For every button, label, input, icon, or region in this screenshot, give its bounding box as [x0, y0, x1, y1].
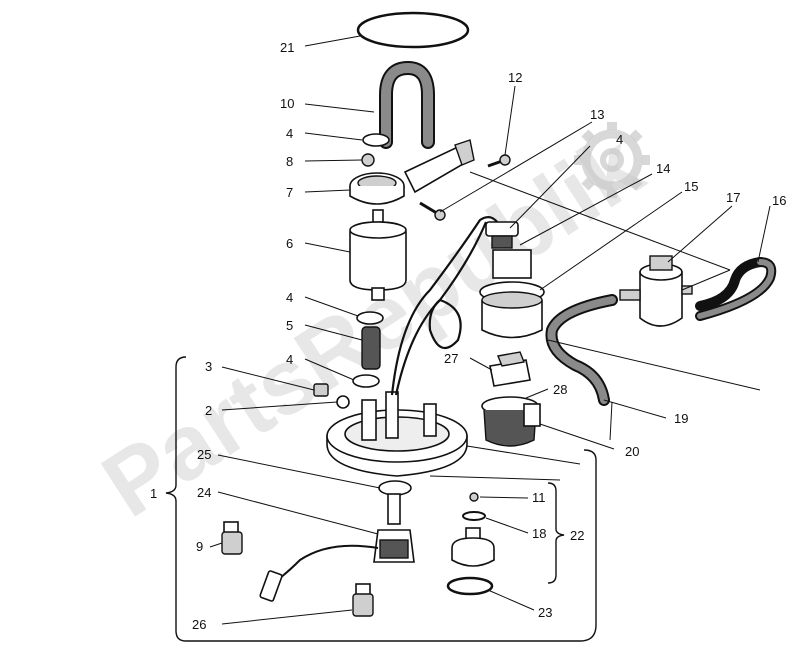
label-17: 17 [726, 190, 740, 205]
fuel-filter-6 [349, 209, 407, 301]
wire-loop [428, 298, 462, 350]
gear-icon [574, 122, 650, 198]
filter-sock-28 [481, 396, 541, 447]
sensor-cable [279, 544, 379, 579]
o-ring-18 [462, 511, 486, 521]
label-27: 27 [444, 351, 458, 366]
label-4c: 4 [286, 290, 293, 305]
label-23: 23 [538, 605, 552, 620]
callout-labels: 21 10 12 4 13 8 4 7 14 15 17 16 6 4 5 4 … [150, 40, 786, 632]
wire-harness [390, 215, 501, 396]
group-22-bracket [547, 482, 565, 584]
label-2: 2 [205, 403, 212, 418]
leader-lines [209, 35, 771, 625]
label-19: 19 [674, 411, 688, 426]
hose-10 [379, 60, 435, 149]
ball-11 [469, 492, 479, 502]
label-25: 25 [197, 447, 211, 462]
sensor-9 [221, 521, 243, 555]
hose-16 [695, 256, 777, 321]
label-5: 5 [286, 318, 293, 333]
label-24: 24 [197, 485, 211, 500]
pressure-regulator-22 [451, 527, 495, 567]
label-9: 9 [196, 539, 203, 554]
label-18: 18 [532, 526, 546, 541]
label-22: 22 [570, 528, 584, 543]
clamp-4-top [362, 133, 390, 147]
bracket-27 [489, 351, 531, 387]
ring-25 [378, 480, 412, 496]
label-28: 28 [553, 382, 567, 397]
sensor-26 [352, 583, 374, 617]
label-14: 14 [656, 161, 670, 176]
filter-17 [619, 255, 693, 327]
hose-19 [545, 294, 618, 406]
clamp-4-mid [356, 311, 384, 325]
label-4d: 4 [286, 352, 293, 367]
label-6: 6 [286, 236, 293, 251]
label-26: 26 [192, 617, 206, 632]
level-sender-24 [373, 493, 415, 563]
label-8: 8 [286, 154, 293, 169]
pump-flange-1 [326, 391, 468, 477]
label-12: 12 [508, 70, 522, 85]
o-ring-21 [356, 11, 470, 49]
label-10: 10 [280, 96, 294, 111]
group-1-bracket [165, 356, 597, 642]
screw-12 [487, 154, 511, 168]
label-16: 16 [772, 193, 786, 208]
clamp-4-low [352, 374, 380, 388]
bracket-7 [349, 139, 475, 205]
label-3: 3 [205, 359, 212, 374]
sensor-plug [259, 570, 283, 602]
hose-5 [361, 326, 381, 370]
pump-connector-14 [485, 221, 519, 249]
label-1: 1 [150, 486, 157, 501]
nut-8 [361, 153, 375, 167]
label-21: 21 [280, 40, 294, 55]
label-15: 15 [684, 179, 698, 194]
bolt-13 [419, 201, 446, 221]
label-11: 11 [532, 490, 546, 505]
label-13: 13 [590, 107, 604, 122]
label-4a: 4 [286, 126, 293, 141]
label-7: 7 [286, 185, 293, 200]
screw-3 [313, 383, 329, 397]
circlip-23 [446, 576, 494, 596]
label-20: 20 [625, 444, 639, 459]
fuel-pump-15 [479, 249, 545, 339]
label-4b: 4 [616, 132, 623, 147]
washer-2 [336, 395, 350, 409]
